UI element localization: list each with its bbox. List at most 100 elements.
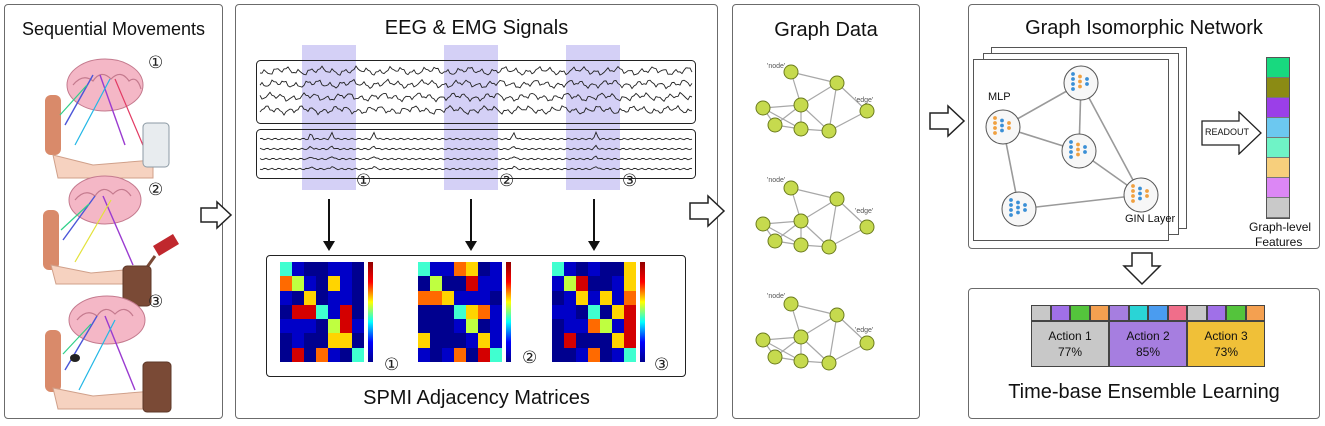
matrix-cell [430, 276, 443, 291]
matrix-cell [576, 290, 589, 306]
feature-segment [1267, 78, 1289, 98]
gin-panel: Graph Isomorphic Network MLP GIN Layer R… [968, 4, 1320, 249]
matrix-cell [600, 304, 613, 320]
graph-node [829, 191, 845, 207]
matrix-cell [292, 290, 305, 306]
ensemble-strip-cell [1206, 305, 1226, 321]
graph-node [793, 237, 809, 253]
matrix-tag-1: ① [384, 355, 400, 375]
eeg-trace [259, 78, 693, 90]
matrix-cell [292, 276, 305, 291]
matrix-cell [612, 262, 625, 277]
matrix-cell [304, 319, 317, 334]
graph-node [793, 329, 809, 345]
matrix-cell [418, 304, 431, 320]
graph-example-2 [755, 180, 875, 255]
matrix-cell [352, 276, 365, 291]
matrix-cell [576, 304, 589, 320]
colorbar-2 [506, 262, 511, 362]
matrix-cell [430, 347, 443, 363]
matrix-cell [600, 290, 613, 306]
ensemble-strip-cell [1187, 305, 1207, 321]
matrix-cell [576, 347, 589, 363]
matrix-cell [328, 276, 341, 291]
node-label-3: 'node' [767, 293, 786, 300]
movement-row-3 [45, 295, 172, 413]
matrix-cell [466, 333, 479, 348]
graph-edge [790, 71, 838, 84]
graph-edge [790, 187, 838, 200]
matrix-cell [340, 347, 353, 363]
matrix-cell [340, 262, 353, 277]
matrix-cell [552, 304, 565, 320]
matrix-cell [612, 304, 625, 320]
graph-node [755, 332, 771, 348]
matrix-cell [280, 319, 293, 334]
matrix-cell [552, 276, 565, 291]
matrix-cell [588, 333, 601, 348]
movement-row-2 [43, 175, 179, 307]
matrix-cell [624, 304, 637, 320]
ensemble-strip-cell [1245, 305, 1265, 321]
mlp-label: MLP [988, 91, 1011, 103]
graph-node [783, 180, 799, 196]
edge-label-3: 'edge' [855, 327, 874, 334]
action-percent: 77% [1057, 345, 1083, 359]
matrix-cell [280, 276, 293, 291]
graph-node [767, 233, 783, 249]
matrix-cell [292, 262, 305, 277]
matrix-cell [454, 319, 467, 334]
graph-node [783, 64, 799, 80]
matrix-cell [624, 262, 637, 277]
matrix-cell [490, 347, 503, 363]
ensemble-strip-cell [1128, 305, 1148, 321]
matrix-tag-3: ③ [654, 355, 670, 375]
matrix-cell [352, 347, 365, 363]
matrix-cell [466, 276, 479, 291]
matrix-cell [478, 347, 491, 363]
graph-level-feature-bar [1266, 57, 1290, 219]
action-label: Action 2 [1126, 329, 1170, 343]
matrix-cell [328, 290, 341, 306]
flow-arrow-down [1122, 252, 1162, 286]
matrix-cell [612, 319, 625, 334]
matrix-cell [292, 304, 305, 320]
matrix-cell [442, 333, 455, 348]
matrix-cell [442, 347, 455, 363]
emg-trace [259, 144, 693, 151]
matrix-cell [316, 304, 329, 320]
graph-examples [755, 64, 875, 371]
mlp-node [985, 109, 1021, 145]
node-label-1: 'node' [767, 63, 786, 70]
matrix-cell [352, 290, 365, 306]
matrix-cell [612, 347, 625, 363]
graph-data-title: Graph Data [774, 19, 878, 41]
graph-node [821, 239, 837, 255]
emg-trace [259, 131, 693, 141]
graph-node [829, 307, 845, 323]
matrix-cell [316, 276, 329, 291]
matrix-cell [340, 333, 353, 348]
mlp-node [1001, 191, 1037, 227]
graph-node [859, 335, 875, 351]
matrix-cell [576, 276, 589, 291]
matrix-cell [340, 276, 353, 291]
matrix-cell [478, 276, 491, 291]
matrix-cell [466, 290, 479, 306]
matrix-cell [564, 347, 577, 363]
movement-row-1 [45, 58, 170, 179]
emg-trace [259, 155, 693, 161]
graph-edge [790, 303, 838, 316]
graph-node [821, 355, 837, 371]
feature-segment [1267, 198, 1289, 218]
sequential-movements-panel: Sequential Movements [4, 4, 223, 419]
matrix-cell [418, 347, 431, 363]
matrix-cell [328, 319, 341, 334]
step-1-marker: ① [148, 53, 164, 73]
gin-layer-label: GIN Layer [1125, 213, 1176, 225]
matrix-cell [552, 290, 565, 306]
matrix-cell [600, 319, 613, 334]
matrix-cell [490, 333, 503, 348]
